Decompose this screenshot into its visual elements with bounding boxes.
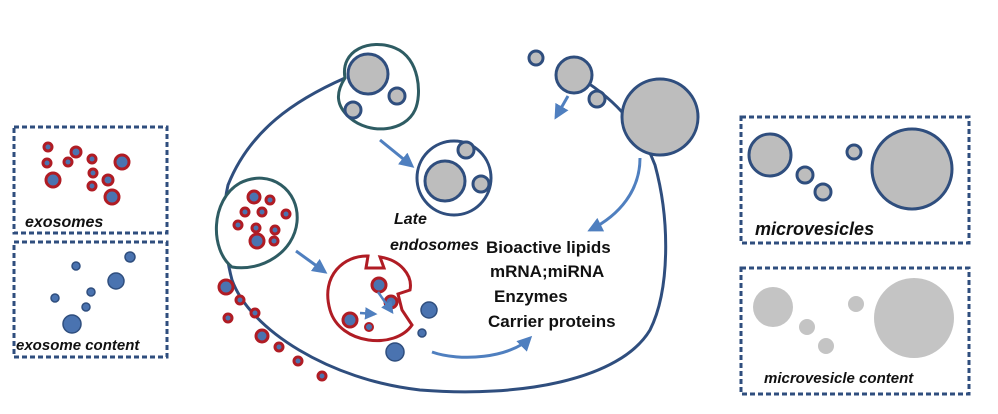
exosome-particles: [41, 141, 131, 206]
cargo-item: Carrier proteins: [488, 312, 616, 331]
arrow-from-bud: [554, 95, 570, 120]
svg-text:Late: Late: [394, 211, 427, 228]
cell-membrane: [223, 73, 668, 394]
legend-exosomes: exosomes: [12, 125, 169, 235]
microvesicle-content-particles: [753, 278, 954, 358]
released-exosomes: [217, 278, 328, 382]
cytoplasmic-cargo: [385, 301, 438, 362]
budding-compartment: [337, 43, 420, 131]
process-arrows: [295, 95, 642, 359]
endocytic-pit: [214, 176, 299, 270]
legend-microvesicle-content: microvesicle content: [739, 266, 971, 396]
multivesicular-body: [326, 254, 414, 343]
arrow-to-cargo-bottom: [431, 335, 533, 359]
cargo-list: Bioactive lipids mRNA;miRNA Enzymes Carr…: [486, 238, 616, 331]
arrow-to-late-endosome: [379, 138, 415, 168]
exosome-content-particles: [50, 251, 136, 334]
cargo-item: mRNA;miRNA: [490, 262, 604, 281]
cargo-item: Enzymes: [494, 287, 568, 306]
legend-exosomes-label: exosomes: [25, 214, 103, 231]
legend-microvesicles: microvesicles: [739, 115, 971, 245]
arrow-to-mvb: [295, 249, 328, 274]
late-endosome: [415, 139, 493, 217]
late-endosomes-label: Late endosomes: [390, 211, 479, 254]
legend-microvesicles-label: microvesicles: [755, 219, 874, 239]
budding-microvesicles: [527, 49, 700, 157]
microvesicle-particles: [747, 127, 954, 211]
arrow-to-cargo-right: [587, 157, 642, 232]
legend-microvesicle-content-label: microvesicle content: [764, 370, 914, 387]
svg-text:endosomes: endosomes: [390, 237, 479, 254]
legend-exosome-content: exosome content: [12, 240, 169, 359]
cargo-item: Bioactive lipids: [486, 238, 611, 257]
legend-exosome-content-label: exosome content: [16, 337, 140, 354]
